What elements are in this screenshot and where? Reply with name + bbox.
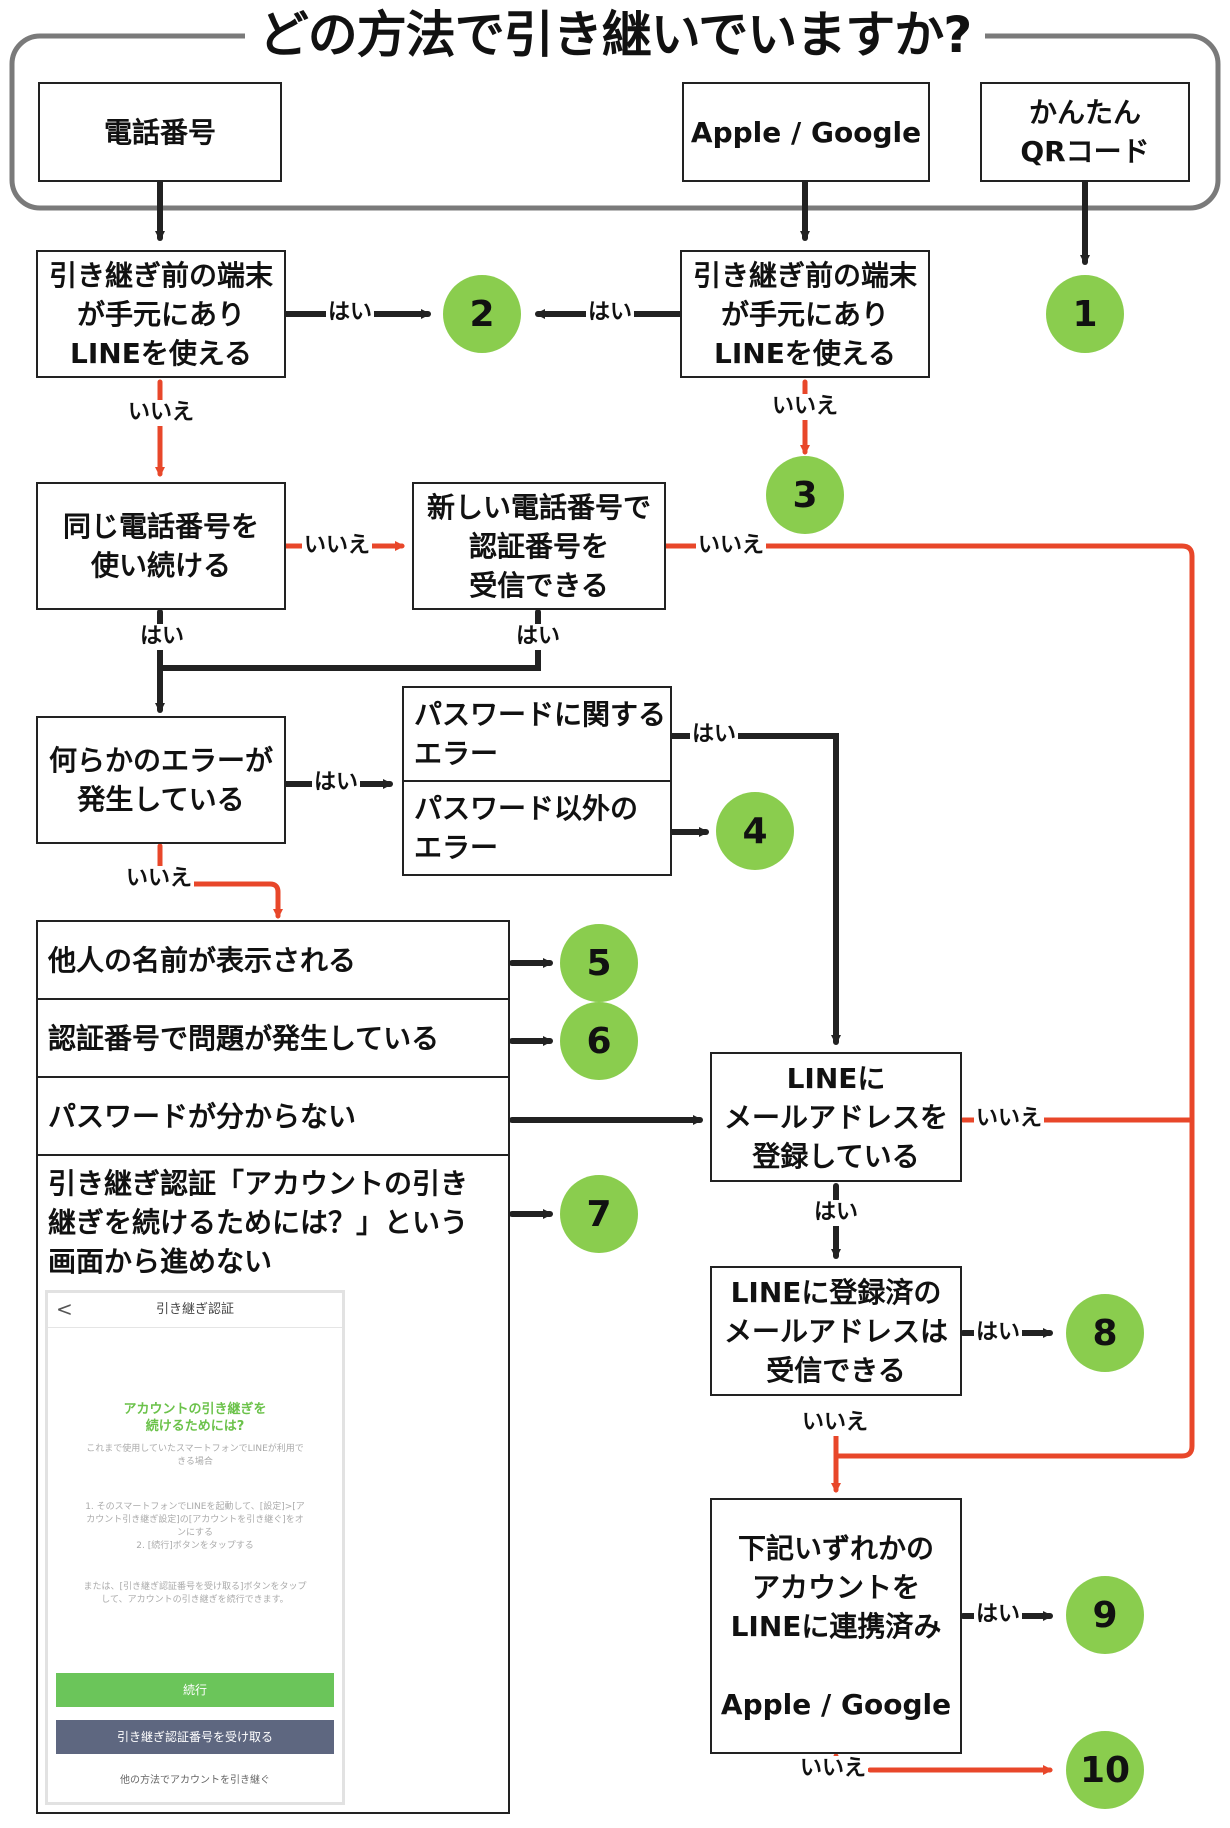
result-3: 3 — [766, 456, 844, 534]
label-yes: はい — [326, 300, 375, 326]
decision-linked-accounts: 下記いずれかの アカウントを LINEに連携済み Apple / Google — [710, 1498, 962, 1754]
result-1: 1 — [1046, 275, 1124, 353]
phone-paragraph-3: または、[引き継ぎ認証番号を受け取る]ボタンをタップ して、アカウントの引き継ぎ… — [83, 1582, 307, 1605]
issue-code-problem: 認証番号で問題が発生している — [36, 998, 510, 1078]
method-apple-google: Apple / Google — [682, 82, 930, 182]
phone-paragraph-1: これまで使用していたスマートフォンでLINEが利用で きる場合 — [86, 1444, 304, 1467]
label-no: いいえ — [126, 400, 197, 426]
result-7: 7 — [560, 1175, 638, 1253]
option-other-error: パスワード以外の エラー — [402, 780, 672, 876]
label-yes: はい — [514, 624, 563, 650]
receive-code-button: 引き継ぎ認証番号を受け取る — [56, 1720, 334, 1754]
label-no: いいえ — [302, 533, 373, 559]
label-no: いいえ — [798, 1756, 869, 1782]
label-yes: はい — [974, 1602, 1023, 1628]
issue-other-name: 他人の名前が表示される — [36, 920, 510, 1000]
decision-email-registered: LINEに メールアドレスを 登録している — [710, 1052, 962, 1182]
result-2: 2 — [443, 275, 521, 353]
result-6: 6 — [560, 1002, 638, 1080]
label-no: いいえ — [974, 1106, 1045, 1132]
label-no: いいえ — [770, 394, 841, 420]
result-10: 10 — [1066, 1731, 1144, 1809]
phone-header: 引き継ぎ認証 — [48, 1293, 342, 1328]
label-yes: はい — [690, 722, 739, 748]
label-yes: はい — [312, 770, 361, 796]
label-no: いいえ — [800, 1410, 871, 1436]
phone-footer-link: 他の方法でアカウントを引き継ぐ — [120, 1775, 270, 1786]
phone-paragraph-2: 1. そのスマートフォンでLINEを起動して、[設定]>[ア カウント引き継ぎ設… — [85, 1502, 305, 1551]
label-yes: はい — [974, 1320, 1023, 1346]
back-chevron-icon: < — [56, 1297, 73, 1321]
decision-any-error: 何らかのエラーが 発生している — [36, 716, 286, 844]
result-8: 8 — [1066, 1294, 1144, 1372]
decision-new-number: 新しい電話番号で 認証番号を 受信できる — [412, 482, 666, 610]
phone-screenshot: 引き継ぎ認証 < アカウントの引き継ぎを 続けるためには? これまで使用していた… — [45, 1290, 345, 1805]
diagram-title: どの方法で引き継いでいますか? — [0, 0, 1230, 70]
label-yes: はい — [586, 300, 635, 326]
method-qr-code: かんたん QRコード — [980, 82, 1190, 182]
label-no: いいえ — [696, 533, 767, 559]
result-5: 5 — [560, 924, 638, 1002]
label-yes: はい — [138, 624, 187, 650]
phone-heading: アカウントの引き継ぎを 続けるためには? — [123, 1402, 267, 1434]
label-no: いいえ — [124, 866, 195, 892]
label-yes: はい — [812, 1200, 861, 1226]
decision-email-receive: LINEに登録済の メールアドレスは 受信できる — [710, 1266, 962, 1396]
result-9: 9 — [1066, 1576, 1144, 1654]
decision-old-device-left: 引き継ぎ前の端末 が手元にあり LINEを使える — [36, 250, 286, 378]
result-4: 4 — [716, 792, 794, 870]
method-phone-number: 電話番号 — [38, 82, 282, 182]
issue-transfer-auth-text: 引き継ぎ認証「アカウントの引き 継ぎを続けるためには？」という 画面から進めない — [48, 1167, 469, 1278]
continue-button: 続行 — [56, 1673, 334, 1707]
decision-old-device-right: 引き継ぎ前の端末 が手元にあり LINEを使える — [680, 250, 930, 378]
option-password-error: パスワードに関する エラー — [402, 686, 672, 782]
decision-same-number: 同じ電話番号を 使い続ける — [36, 482, 286, 610]
issue-forgot-password: パスワードが分からない — [36, 1076, 510, 1156]
